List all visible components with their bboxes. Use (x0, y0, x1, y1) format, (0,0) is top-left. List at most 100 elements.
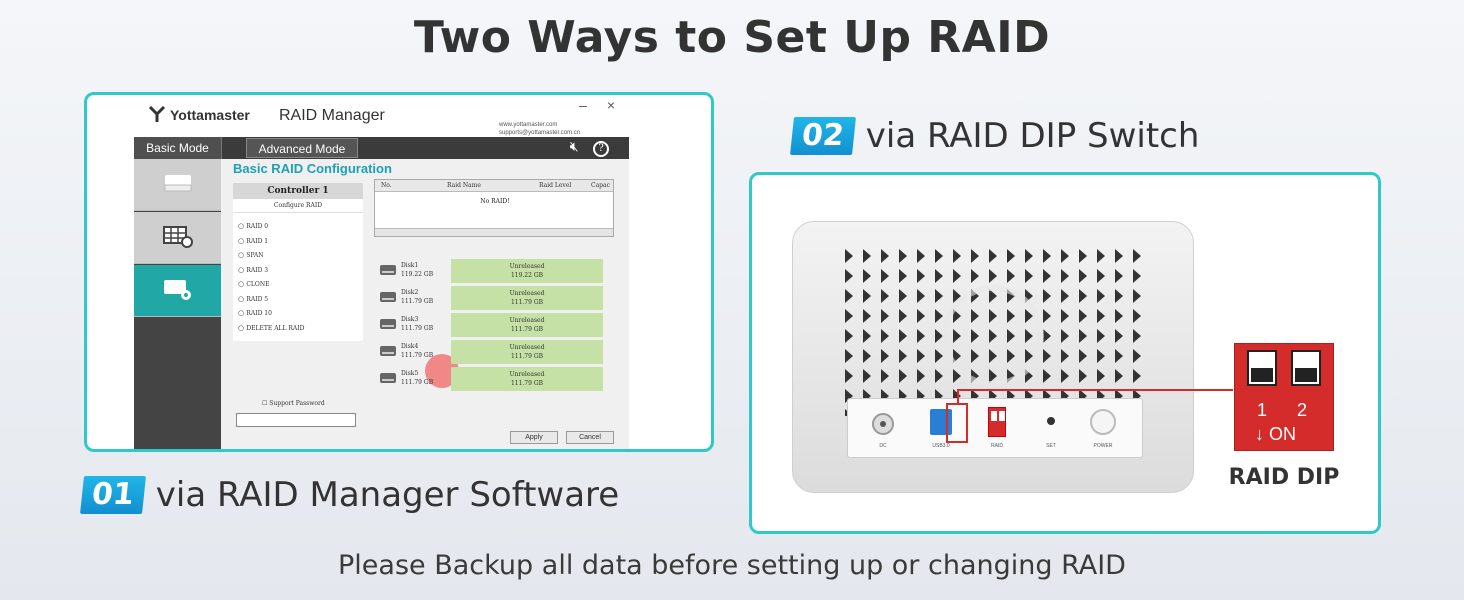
disk-info: Disk1 119.22 GB (401, 261, 433, 279)
dip-switch-panel: DC USB3.0 RAID SET POWER 1 2 ↓ ON RAID D… (749, 172, 1381, 534)
step-1-badge: 01 (80, 476, 146, 514)
dip-switch-small[interactable] (988, 407, 1006, 437)
software-panel: Yottamaster RAID Manager www.yottamaster… (84, 92, 714, 452)
raid-option[interactable]: RAID 0 (233, 219, 363, 234)
set-label: SET (1046, 443, 1056, 449)
disk-info: Disk4 111.79 GB (401, 342, 433, 360)
step-1-label: 01 via RAID Manager Software (80, 475, 620, 515)
mode-bar: Basic Mode Advanced Mode 🔇︎ ? (134, 137, 629, 159)
dip-number-1: 1 (1257, 400, 1268, 420)
window-controls[interactable]: – × (579, 97, 623, 113)
col-capacity: Capac (591, 182, 610, 189)
controller-box: Controller 1 Configure RAID RAID 0 RAID … (233, 183, 363, 341)
section-title: Basic RAID Configuration (233, 161, 392, 176)
raid-option[interactable]: RAID 3 (233, 263, 363, 278)
disk-icon (380, 319, 396, 329)
app-links: www.yottamaster.com supports@yottamaster… (499, 121, 580, 137)
password-input[interactable] (236, 413, 356, 427)
disk-status-size: 111.79 GB (510, 326, 544, 333)
raid-option[interactable]: RAID 1 (233, 234, 363, 249)
dip-on-label: ↓ ON (1255, 424, 1297, 444)
sidebar-item-raid[interactable] (134, 212, 221, 264)
app-title: RAID Manager (279, 107, 385, 124)
col-no: No. (381, 182, 392, 189)
disk-size: 111.79 GB (401, 352, 434, 359)
io-panel: DC USB3.0 RAID SET POWER (847, 398, 1143, 458)
sidebar-item-drive-settings[interactable] (134, 265, 221, 317)
tab-basic-mode[interactable]: Basic Mode (134, 137, 222, 159)
dc-port-icon (872, 413, 894, 435)
app-titlebar: Yottamaster RAID Manager www.yottamaster… (134, 95, 629, 137)
disk-icon (380, 292, 396, 302)
controller-subtitle: Configure RAID (233, 199, 363, 213)
support-password-label: Support Password (269, 400, 325, 407)
raid-option[interactable]: RAID 5 (233, 292, 363, 307)
controller-name: Controller 1 (233, 183, 363, 199)
raid-option-list: RAID 0 RAID 1 SPAN RAID 3 CLONE RAID 5 R… (233, 213, 363, 335)
enclosure-rear: DC USB3.0 RAID SET POWER (792, 221, 1194, 493)
modebar-icons: 🔇︎ ? (570, 139, 609, 157)
disk-name: Disk1 (401, 262, 419, 269)
disk-status-size: 111.79 GB (510, 299, 544, 306)
step-1-text: via RAID Manager Software (155, 475, 620, 515)
sidebar-item-drive[interactable] (134, 159, 221, 211)
raid-grid-icon (163, 226, 193, 248)
raid-table-empty: No RAID! (480, 198, 510, 205)
col-raid-name: Raid Name (447, 182, 481, 189)
disk-name: Disk4 (401, 343, 419, 350)
app-brand: Yottamaster (148, 105, 250, 123)
disk-size: 111.79 GB (401, 325, 434, 332)
disk-icon (380, 346, 396, 356)
disk-size: 119.22 GB (401, 271, 434, 278)
app-main: Basic RAID Configuration Controller 1 Co… (221, 159, 629, 449)
dip-switch-2[interactable] (1291, 350, 1321, 386)
leader-line (957, 389, 1233, 391)
tab-advanced-mode[interactable]: Advanced Mode (246, 138, 358, 158)
disk-status-text: Unreleased (509, 263, 545, 270)
raid-option[interactable]: DELETE ALL RAID (233, 321, 363, 336)
disk-status-text: Unreleased (509, 344, 545, 351)
set-button[interactable] (1047, 417, 1055, 425)
step-2-label: 02 via RAID DIP Switch (790, 116, 1200, 156)
dip-switch-zoom[interactable]: 1 2 ↓ ON (1234, 343, 1334, 451)
disk-status-size: 111.79 GB (510, 353, 544, 360)
app-website[interactable]: www.yottamaster.com (499, 122, 558, 128)
leader-line (957, 389, 959, 403)
app-brand-text: Yottamaster (170, 107, 250, 123)
raid-option[interactable]: RAID 10 (233, 306, 363, 321)
apply-button[interactable]: Apply (510, 431, 558, 444)
disk-status-text: Unreleased (509, 371, 545, 378)
disk-status-size: 111.79 GB (510, 380, 544, 387)
raid-label: RAID (991, 443, 1003, 449)
app-email[interactable]: supports@yottamaster.com.cn (499, 130, 581, 136)
raid-table-scrollbar[interactable] (375, 228, 613, 236)
disk-row[interactable]: Disk4 111.79 GB Unreleased 111.79 GB (379, 340, 609, 364)
support-password-checkbox[interactable]: ☐ Support Password (262, 400, 325, 407)
disk-icon (380, 373, 396, 383)
power-button[interactable] (1090, 409, 1116, 435)
app-sidebar (134, 159, 221, 449)
step-2-badge: 02 (790, 117, 856, 155)
raid-option[interactable]: CLONE (233, 277, 363, 292)
raid-option[interactable]: SPAN (233, 248, 363, 263)
disk-name: Disk3 (401, 316, 419, 323)
dip-switch-1[interactable] (1247, 350, 1277, 386)
help-icon[interactable]: ? (593, 141, 609, 157)
step-2-text: via RAID DIP Switch (865, 116, 1200, 156)
drive-settings-icon (164, 280, 191, 300)
yottamaster-logo-icon (148, 105, 166, 122)
mute-icon[interactable]: 🔇︎ (569, 139, 579, 155)
cancel-button[interactable]: Cancel (566, 431, 614, 444)
disk-size: 111.79 GB (401, 379, 434, 386)
disk-status-text: Unreleased (509, 290, 545, 297)
dip-number-2: 2 (1297, 400, 1308, 420)
drive-icon (164, 175, 192, 192)
